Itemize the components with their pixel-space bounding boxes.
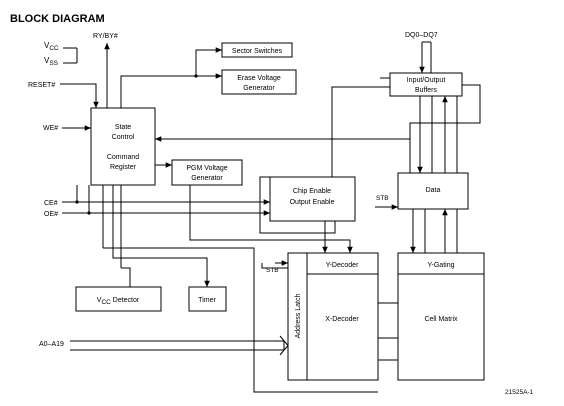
io-buffers-block: Input/Output Buffers [389, 72, 463, 97]
chip-enable-label-line1: Chip Enable [293, 188, 331, 195]
command-register-label-line2: Register [110, 164, 137, 171]
io-buffers-label-line2: Buffers [415, 87, 438, 94]
sector-switches-label: Sector Switches [232, 48, 283, 55]
ce-pin-label: CE# [44, 200, 58, 207]
chip-enable-label-line2: Output Enable [290, 199, 335, 206]
vcc-detector-label: VCC Detector [97, 297, 140, 306]
cell-matrix-label: Cell Matrix [424, 316, 458, 323]
state-control-label-line2: Control [112, 134, 135, 141]
erase-voltage-label-line1: Erase Voltage [237, 75, 281, 82]
address-decoder-block: Y-Decoder X-Decoder Address Latch [287, 252, 379, 381]
vcc-detector-block: VCC Detector [75, 286, 162, 312]
pgm-voltage-generator-block: PGM Voltage Generator [171, 159, 243, 186]
address-latch-label: Address Latch [295, 294, 302, 339]
io-buffers-label-line1: Input/Output [407, 77, 446, 84]
ryby-pin-label: RY/BY# [93, 33, 118, 40]
vcc-pin-label: VCC [44, 41, 59, 52]
pgm-voltage-label-line1: PGM Voltage [186, 165, 227, 172]
stb-upper-label: STB [376, 195, 389, 202]
figure-id-label: 21525A-1 [505, 389, 534, 396]
sector-switches-block: Sector Switches [221, 42, 293, 58]
state-control-command-register-block: State Control Command Register [90, 107, 156, 186]
y-gating-label: Y-Gating [428, 262, 455, 269]
pgm-voltage-label-line2: Generator [191, 175, 223, 182]
y-decoder-label: Y-Decoder [326, 262, 359, 269]
chip-enable-output-enable-block: Chip Enable Output Enable [269, 176, 356, 222]
stb-lower-label: STB [266, 267, 279, 274]
erase-voltage-generator-block: Erase Voltage Generator [221, 69, 297, 95]
timer-block: Timer [188, 286, 227, 312]
cell-matrix-block: Y-Gating Cell Matrix [397, 252, 485, 381]
signal-wires [60, 41, 481, 393]
vss-pin-label: VSS [44, 56, 59, 67]
command-register-label-line1: Command [107, 154, 139, 161]
state-control-label-line1: State [115, 124, 131, 131]
address-bus-label: A0–A19 [39, 341, 64, 348]
oe-pin-label: OE# [44, 211, 58, 218]
diagram-title: BLOCK DIAGRAM [10, 13, 105, 25]
x-decoder-label: X-Decoder [325, 316, 359, 323]
timer-label: Timer [198, 297, 216, 304]
erase-voltage-label-line2: Generator [243, 85, 275, 92]
reset-pin-label: RESET# [28, 82, 55, 89]
we-pin-label: WE# [43, 125, 58, 132]
data-label: Data [426, 187, 441, 194]
dq-bus-label: DQ0–DQ7 [405, 32, 438, 39]
data-latch-block: Data [397, 172, 469, 210]
